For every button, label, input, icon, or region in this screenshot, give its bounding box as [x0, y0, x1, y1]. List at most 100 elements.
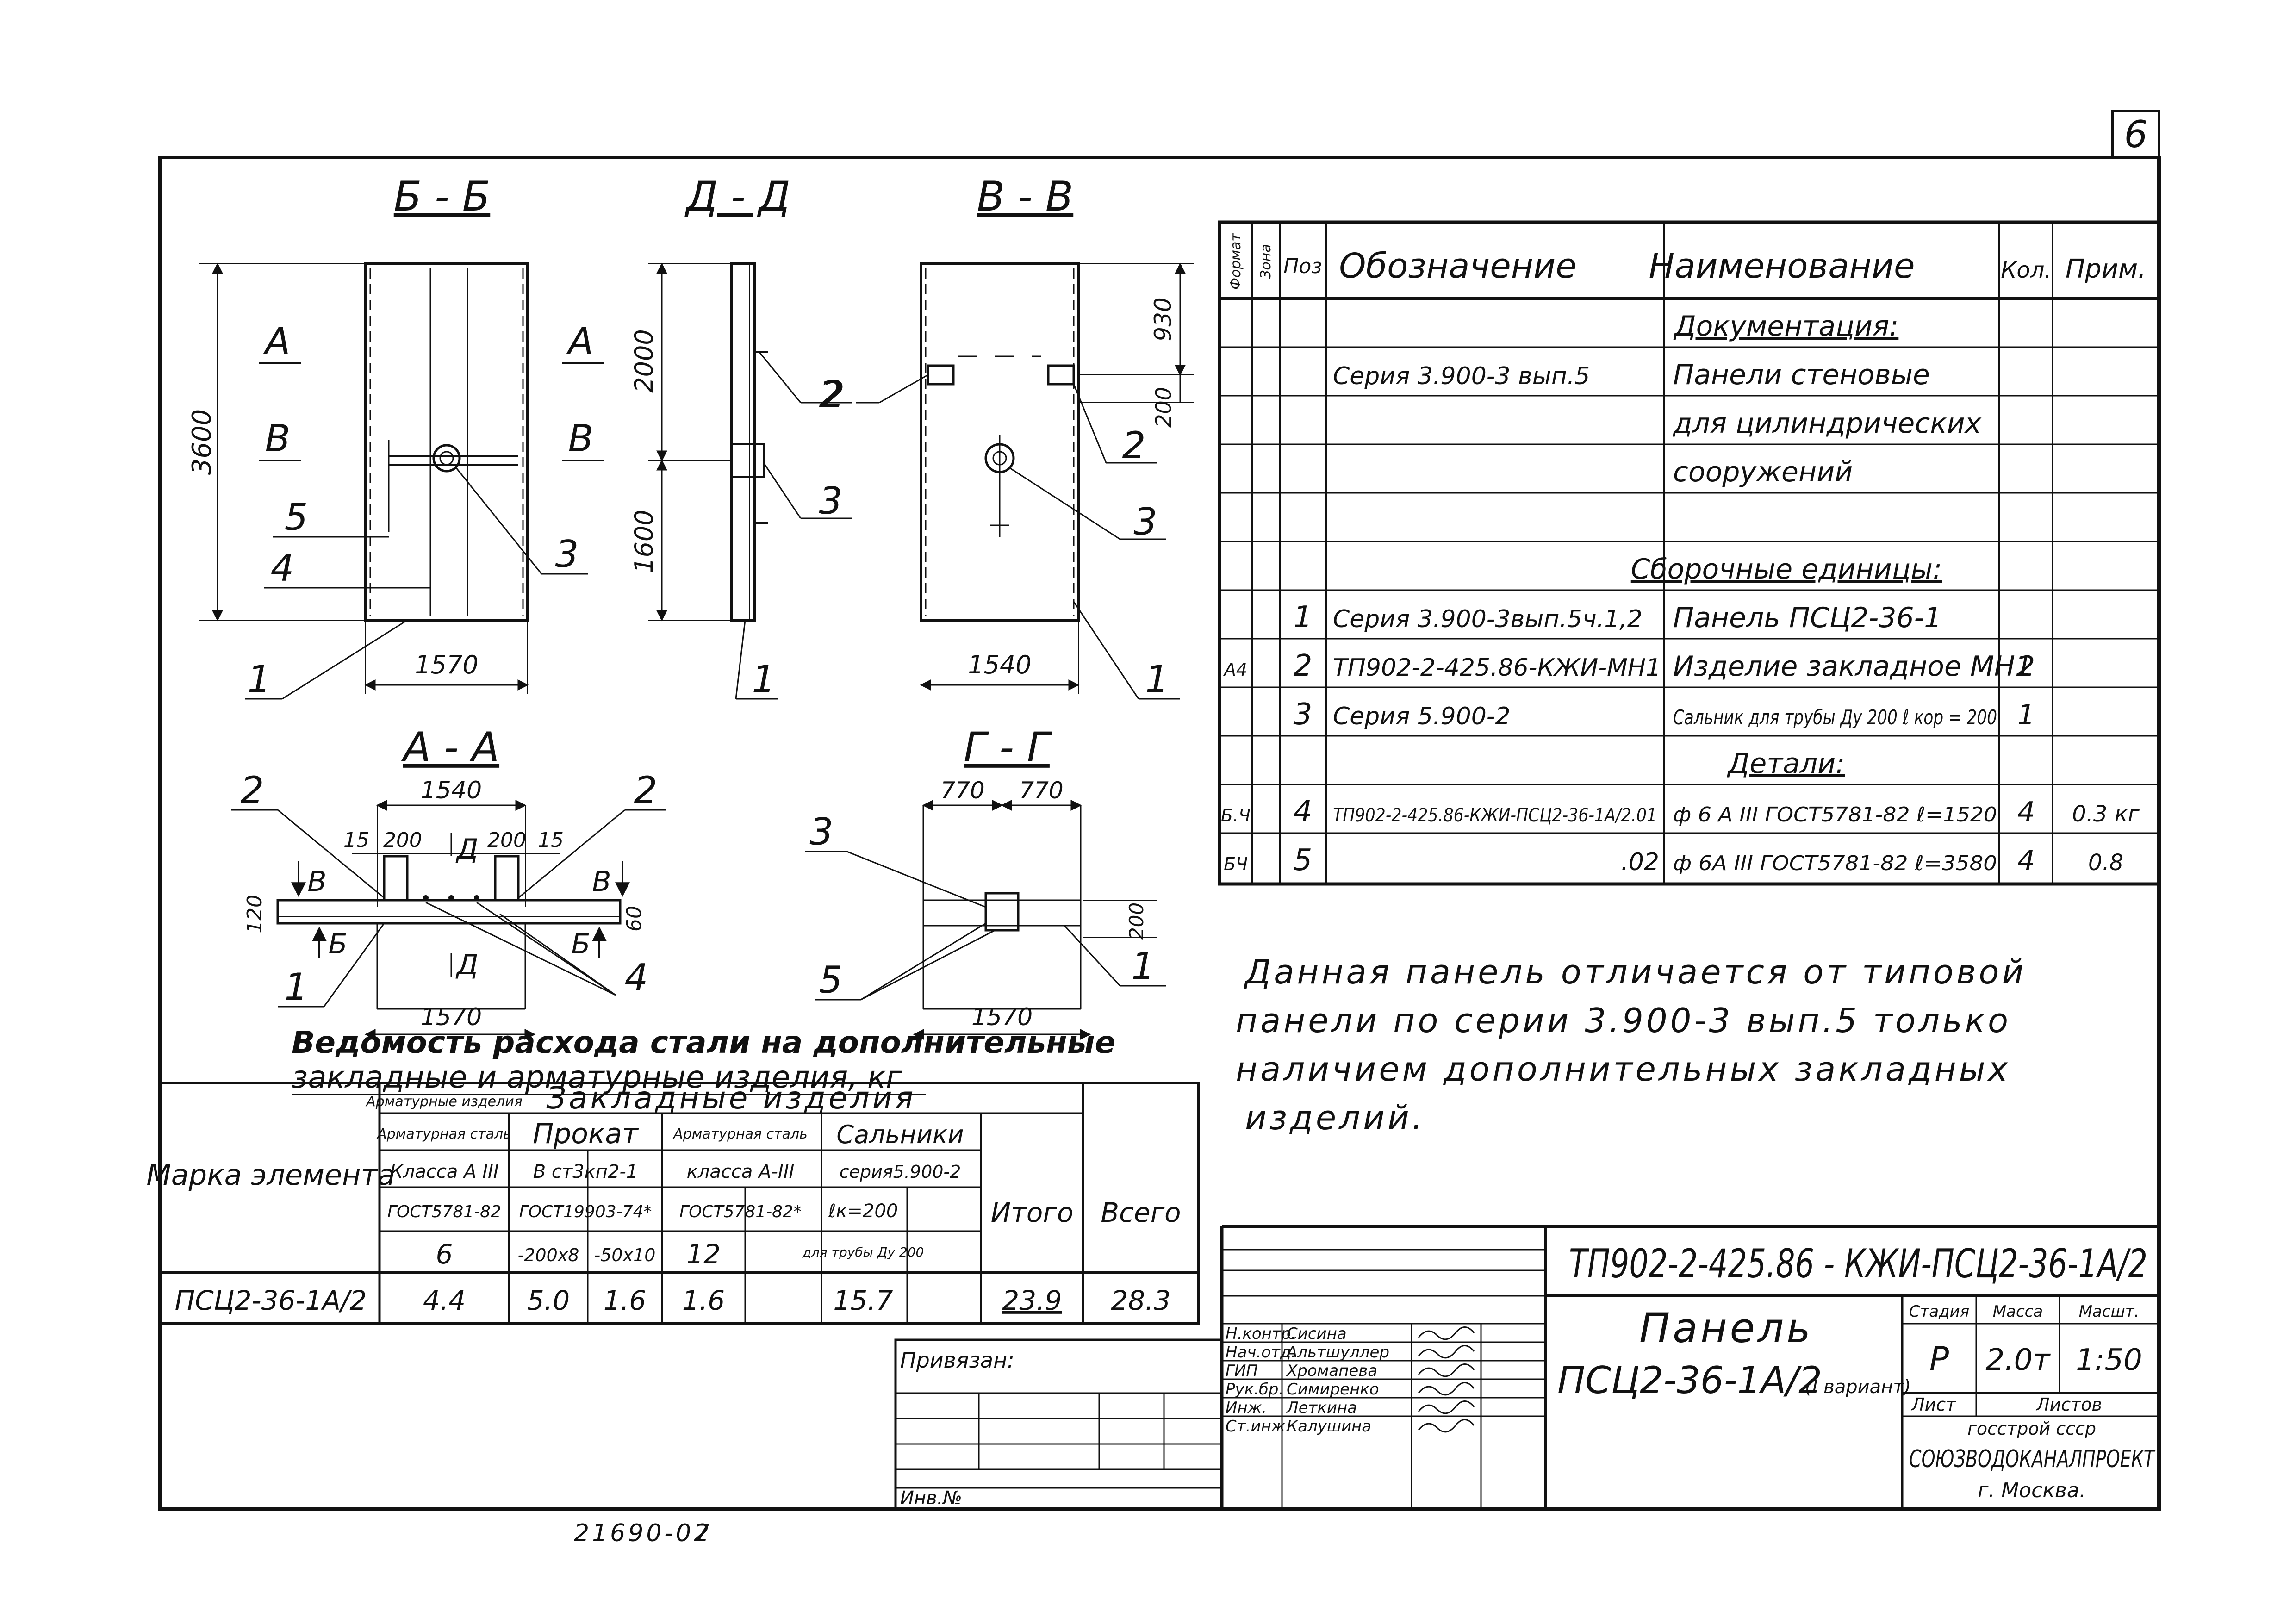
aa-dim-top: 1540 — [421, 777, 482, 804]
tb-org-2: СОЮЗВОДОКАНАЛПРОЕКТ — [1909, 1445, 2156, 1473]
steel-schedule: Ведомость расхода стали на дополнительны… — [146, 1025, 1200, 1325]
steel-h-gost3: ГОСТ5781-82* — [679, 1202, 802, 1221]
signer-row: Ст.инж.Калушина — [1226, 1417, 1475, 1436]
signature — [1418, 1419, 1475, 1433]
vv-dim-200: 200 — [1151, 387, 1176, 428]
dd-label-b: В — [568, 417, 594, 460]
note-line: панели по серии 3.900-3 вып.5 только — [1236, 1001, 2011, 1040]
note-line: Данная панель отличается от типовой — [1244, 952, 2026, 991]
bb-label-a: А — [263, 320, 291, 363]
tb-stage: Р — [1929, 1340, 1949, 1378]
aa-cut-v-left: В — [307, 865, 326, 898]
steel-row-vsego: 28.3 — [1111, 1285, 1170, 1316]
spec-row: Детали: — [1726, 747, 1845, 780]
note-line: наличием дополнительных закладных — [1236, 1050, 2010, 1089]
signer-row: Рук.бр.Симиренко — [1226, 1380, 1475, 1399]
steel-h-lk: ℓк=200 — [828, 1201, 898, 1222]
steel-h-d12: 12 — [686, 1238, 721, 1270]
spec-name: Детали: — [1726, 747, 1845, 780]
spec-designation: Серия 3.900-3 вып.5 — [1333, 362, 1590, 390]
inv-number: Инв.№ — [900, 1487, 962, 1509]
aa-label-4: 4 — [625, 956, 648, 999]
spec-h-note: Прим. — [2066, 254, 2146, 284]
bb-label-4: 4 — [271, 547, 294, 590]
view-vv: В - В 930 200 1540 2 2 3 1 — [821, 173, 1194, 701]
signer-role: Н.контр. — [1226, 1325, 1296, 1343]
view-aa-title: А - А — [401, 723, 499, 771]
steel-h-arm-steel: Арматурная сталь — [376, 1126, 511, 1142]
vv-label-1: 1 — [1145, 658, 1169, 701]
spec-name: для цилиндрических — [1673, 407, 1982, 440]
spec-pos: 1 — [1294, 600, 1313, 635]
spec-name: сооружений — [1673, 456, 1853, 488]
vv-label-2-right: 2 — [1122, 424, 1146, 467]
note-block: Данная панель отличается от типовой пане… — [1236, 952, 2026, 1137]
steel-h-class1: Класса А III — [390, 1161, 498, 1182]
aa-cut-b-right: Б — [571, 928, 590, 960]
spec-h-format: Формат — [1228, 233, 1244, 290]
dd-dim-bottom: 1600 — [629, 510, 659, 573]
spec-row: сооружений — [1673, 456, 1853, 488]
bb-dim-height: 3600 — [187, 409, 217, 475]
signer-row: Инж.Леткина — [1226, 1399, 1475, 1417]
signature — [1418, 1382, 1475, 1396]
spec-qty: 4 — [2017, 845, 2035, 877]
footer-page: 7 — [694, 1519, 709, 1547]
aa-dim-60: 60 — [622, 906, 646, 932]
spec-h-pos: Поз — [1283, 255, 1322, 278]
spec-qty: 1 — [2017, 699, 2035, 731]
spec-h-designation: Обозначение — [1339, 246, 1576, 286]
view-vv-title: В - В — [977, 173, 1073, 220]
aa-dim-15-left: 15 — [343, 828, 369, 852]
bb-dim-width: 1570 — [415, 650, 478, 679]
steel-h-arm-izd: Арматурные изделия — [365, 1094, 523, 1110]
aa-label-1: 1 — [285, 965, 308, 1008]
view-gg: Г - Г 770 770 1570 200 3 5 1 — [805, 723, 1166, 1040]
aa-dim-bottom: 1570 — [421, 1003, 482, 1031]
steel-h-salniki: Сальники — [836, 1120, 964, 1149]
spec-note: 0.3 кг — [2072, 801, 2140, 827]
signer-name: Сисина — [1287, 1325, 1347, 1343]
vv-dim-width: 1540 — [968, 650, 1031, 679]
tb-sheet-label: Лист — [1910, 1394, 1957, 1415]
spec-note: 0.8 — [2088, 850, 2123, 876]
steel-row-a12: 1.6 — [682, 1285, 725, 1316]
vv-label-3: 3 — [1134, 500, 1157, 543]
spec-row: для цилиндрических — [1673, 407, 1982, 440]
signer-role: Рук.бр. — [1226, 1380, 1283, 1399]
steel-title-1: Ведомость расхода стали на дополнительны… — [292, 1025, 1115, 1060]
aa-cut-d-top: Д — [455, 833, 479, 865]
steel-h-mark: Марка элемента — [146, 1158, 395, 1192]
tb-code: ТП902-2-425.86 - КЖИ-ПСЦ2-36-1А/2 — [1569, 1241, 2147, 1287]
spec-name: ф 6 А III ГОСТ5781-82 ℓ=1520 — [1673, 803, 1997, 827]
signature — [1418, 1363, 1475, 1377]
steel-row-p200: 5.0 — [527, 1285, 570, 1316]
gg-dim-left: 770 — [940, 777, 984, 804]
spec-qty: 4 — [2017, 796, 2035, 828]
spec-name: Сборочные единицы: — [1631, 553, 1942, 585]
steel-h-gost2: ГОСТ19903-74* — [519, 1202, 652, 1221]
tb-scale-label: Масшт. — [2079, 1302, 2140, 1321]
spec-row: Документация: — [1673, 310, 1899, 342]
tb-org-3: г. Москва. — [1978, 1479, 2086, 1502]
steel-row-itogo: 23.9 — [1002, 1285, 1062, 1316]
tb-name-1: Панель — [1639, 1304, 1813, 1352]
aa-cut-b-left: Б — [328, 928, 347, 960]
dd-label-3: 3 — [819, 479, 843, 523]
signer-name: Хромапева — [1286, 1362, 1377, 1380]
bb-label-b: В — [265, 417, 291, 460]
spec-designation: ТП902-2-425.86-КЖИ-МН1 — [1333, 654, 1661, 682]
steel-h-200x8: -200х8 — [518, 1245, 579, 1265]
title-block: Привязан: Инв.№ ТП902-2-425.86 - КЖИ-ПСЦ… — [894, 1225, 2159, 1510]
steel-title-2: закладные и арматурные изделия, кг — [292, 1059, 902, 1095]
spec-name: Изделие закладное МН1 — [1673, 650, 2033, 683]
tb-stage-label: Стадия — [1909, 1302, 1969, 1321]
signer-name: Калушина — [1287, 1417, 1371, 1436]
spec-pos: 5 — [1294, 843, 1313, 877]
steel-h-prokat: Прокат — [533, 1118, 639, 1150]
